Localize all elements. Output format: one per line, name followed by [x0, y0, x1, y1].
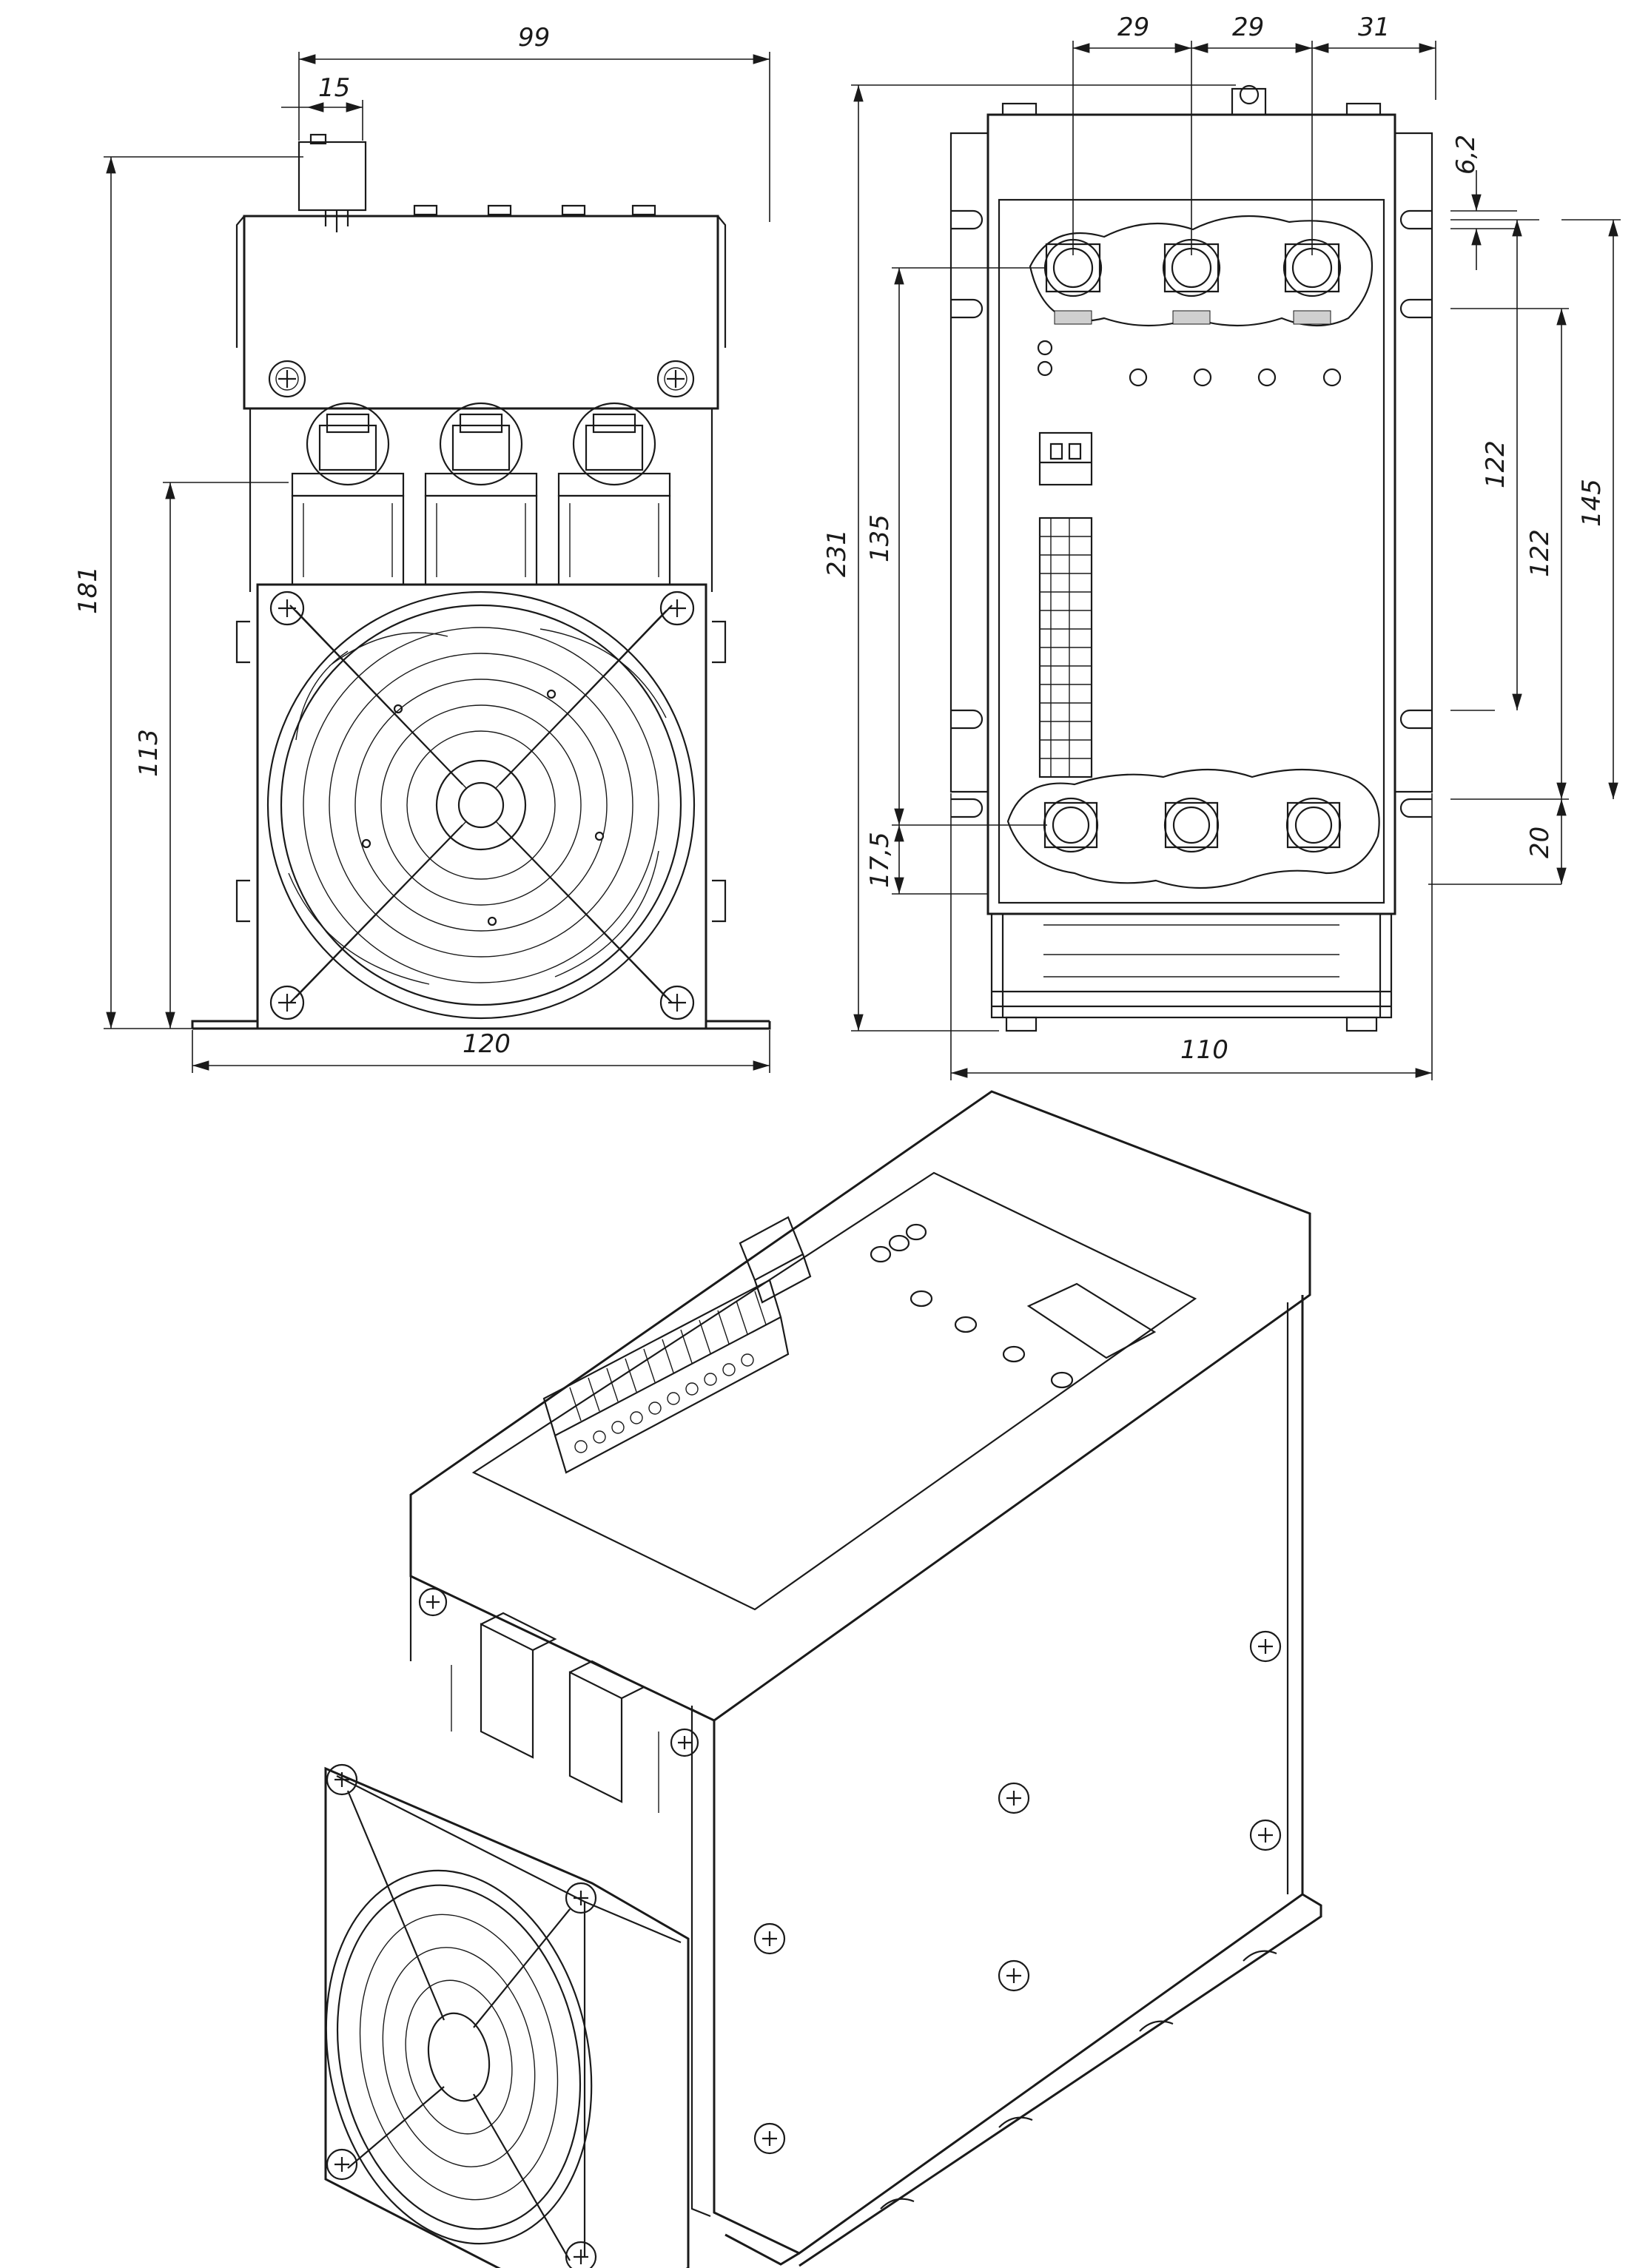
dim-width-top: 99: [518, 23, 550, 53]
dim-terminal-offset: 15: [318, 73, 350, 103]
iso-leds: [870, 1223, 927, 1263]
terminal-block: [1038, 516, 1093, 778]
dim-slot-width: 6,2: [1451, 135, 1481, 175]
iso-side-screws: [418, 1587, 1282, 2155]
cover-screw-right-icon: [656, 360, 695, 398]
iso-small-connector: [739, 1216, 812, 1304]
fan-screw-br-icon: [659, 985, 695, 1020]
display-window: [1026, 1282, 1157, 1359]
dim-height-total: 181: [73, 566, 103, 614]
dim-pitch-2: 29: [1232, 13, 1264, 42]
iso-buttons: [910, 1290, 1074, 1389]
isometric-view: [324, 1090, 1322, 2268]
upper-cover: [235, 215, 727, 592]
fan-screw-bl-icon: [269, 985, 305, 1020]
iso-internal-terminals: [451, 1612, 659, 1813]
dim-bottom-offset-left: 17,5: [865, 832, 895, 888]
iso-terminal-block: [542, 1279, 790, 1474]
dim-overall-pitch: 145: [1577, 479, 1607, 527]
dim-width: 110: [1180, 1035, 1228, 1065]
iso-fan-screws: [326, 1763, 597, 2268]
small-connector: [1038, 431, 1093, 486]
dim-bottom-offset-right: 20: [1525, 827, 1555, 858]
dim-mount-pitch-b: 122: [1525, 529, 1555, 577]
dim-terminal-span: 135: [865, 514, 895, 562]
dim-width-base: 120: [463, 1029, 511, 1059]
top-view: 29 29 31 6,2 122 122 145 20: [822, 13, 1621, 1080]
front-view: 99 15 181 113 120: [73, 23, 771, 1073]
bottom-terminal-2: [1163, 797, 1220, 853]
fan-screw-tr-icon: [659, 590, 695, 626]
power-terminals: [291, 402, 671, 586]
bottom-terminal-1: [1043, 797, 1099, 853]
fan-front: [256, 583, 707, 1030]
fan-iso: [324, 1766, 690, 2268]
dim-height-mount: 113: [134, 729, 164, 777]
bottom-terminal-3: [1285, 797, 1342, 853]
fan-screw-tl-icon: [269, 590, 305, 626]
dim-length-total: 231: [822, 529, 852, 577]
top-terminal: [297, 133, 367, 232]
dim-mount-pitch-a: 122: [1481, 440, 1510, 488]
top-dimensions: 29 29 31 6,2 122 122 145 20: [822, 13, 1621, 1080]
front-dimensions: 99 15 181 113 120: [73, 23, 770, 1073]
cover-screw-left-icon: [268, 360, 306, 398]
dim-pitch-1: 29: [1117, 13, 1149, 42]
fan-underneath: [990, 912, 1393, 1032]
dim-edge-offset: 31: [1358, 13, 1390, 42]
